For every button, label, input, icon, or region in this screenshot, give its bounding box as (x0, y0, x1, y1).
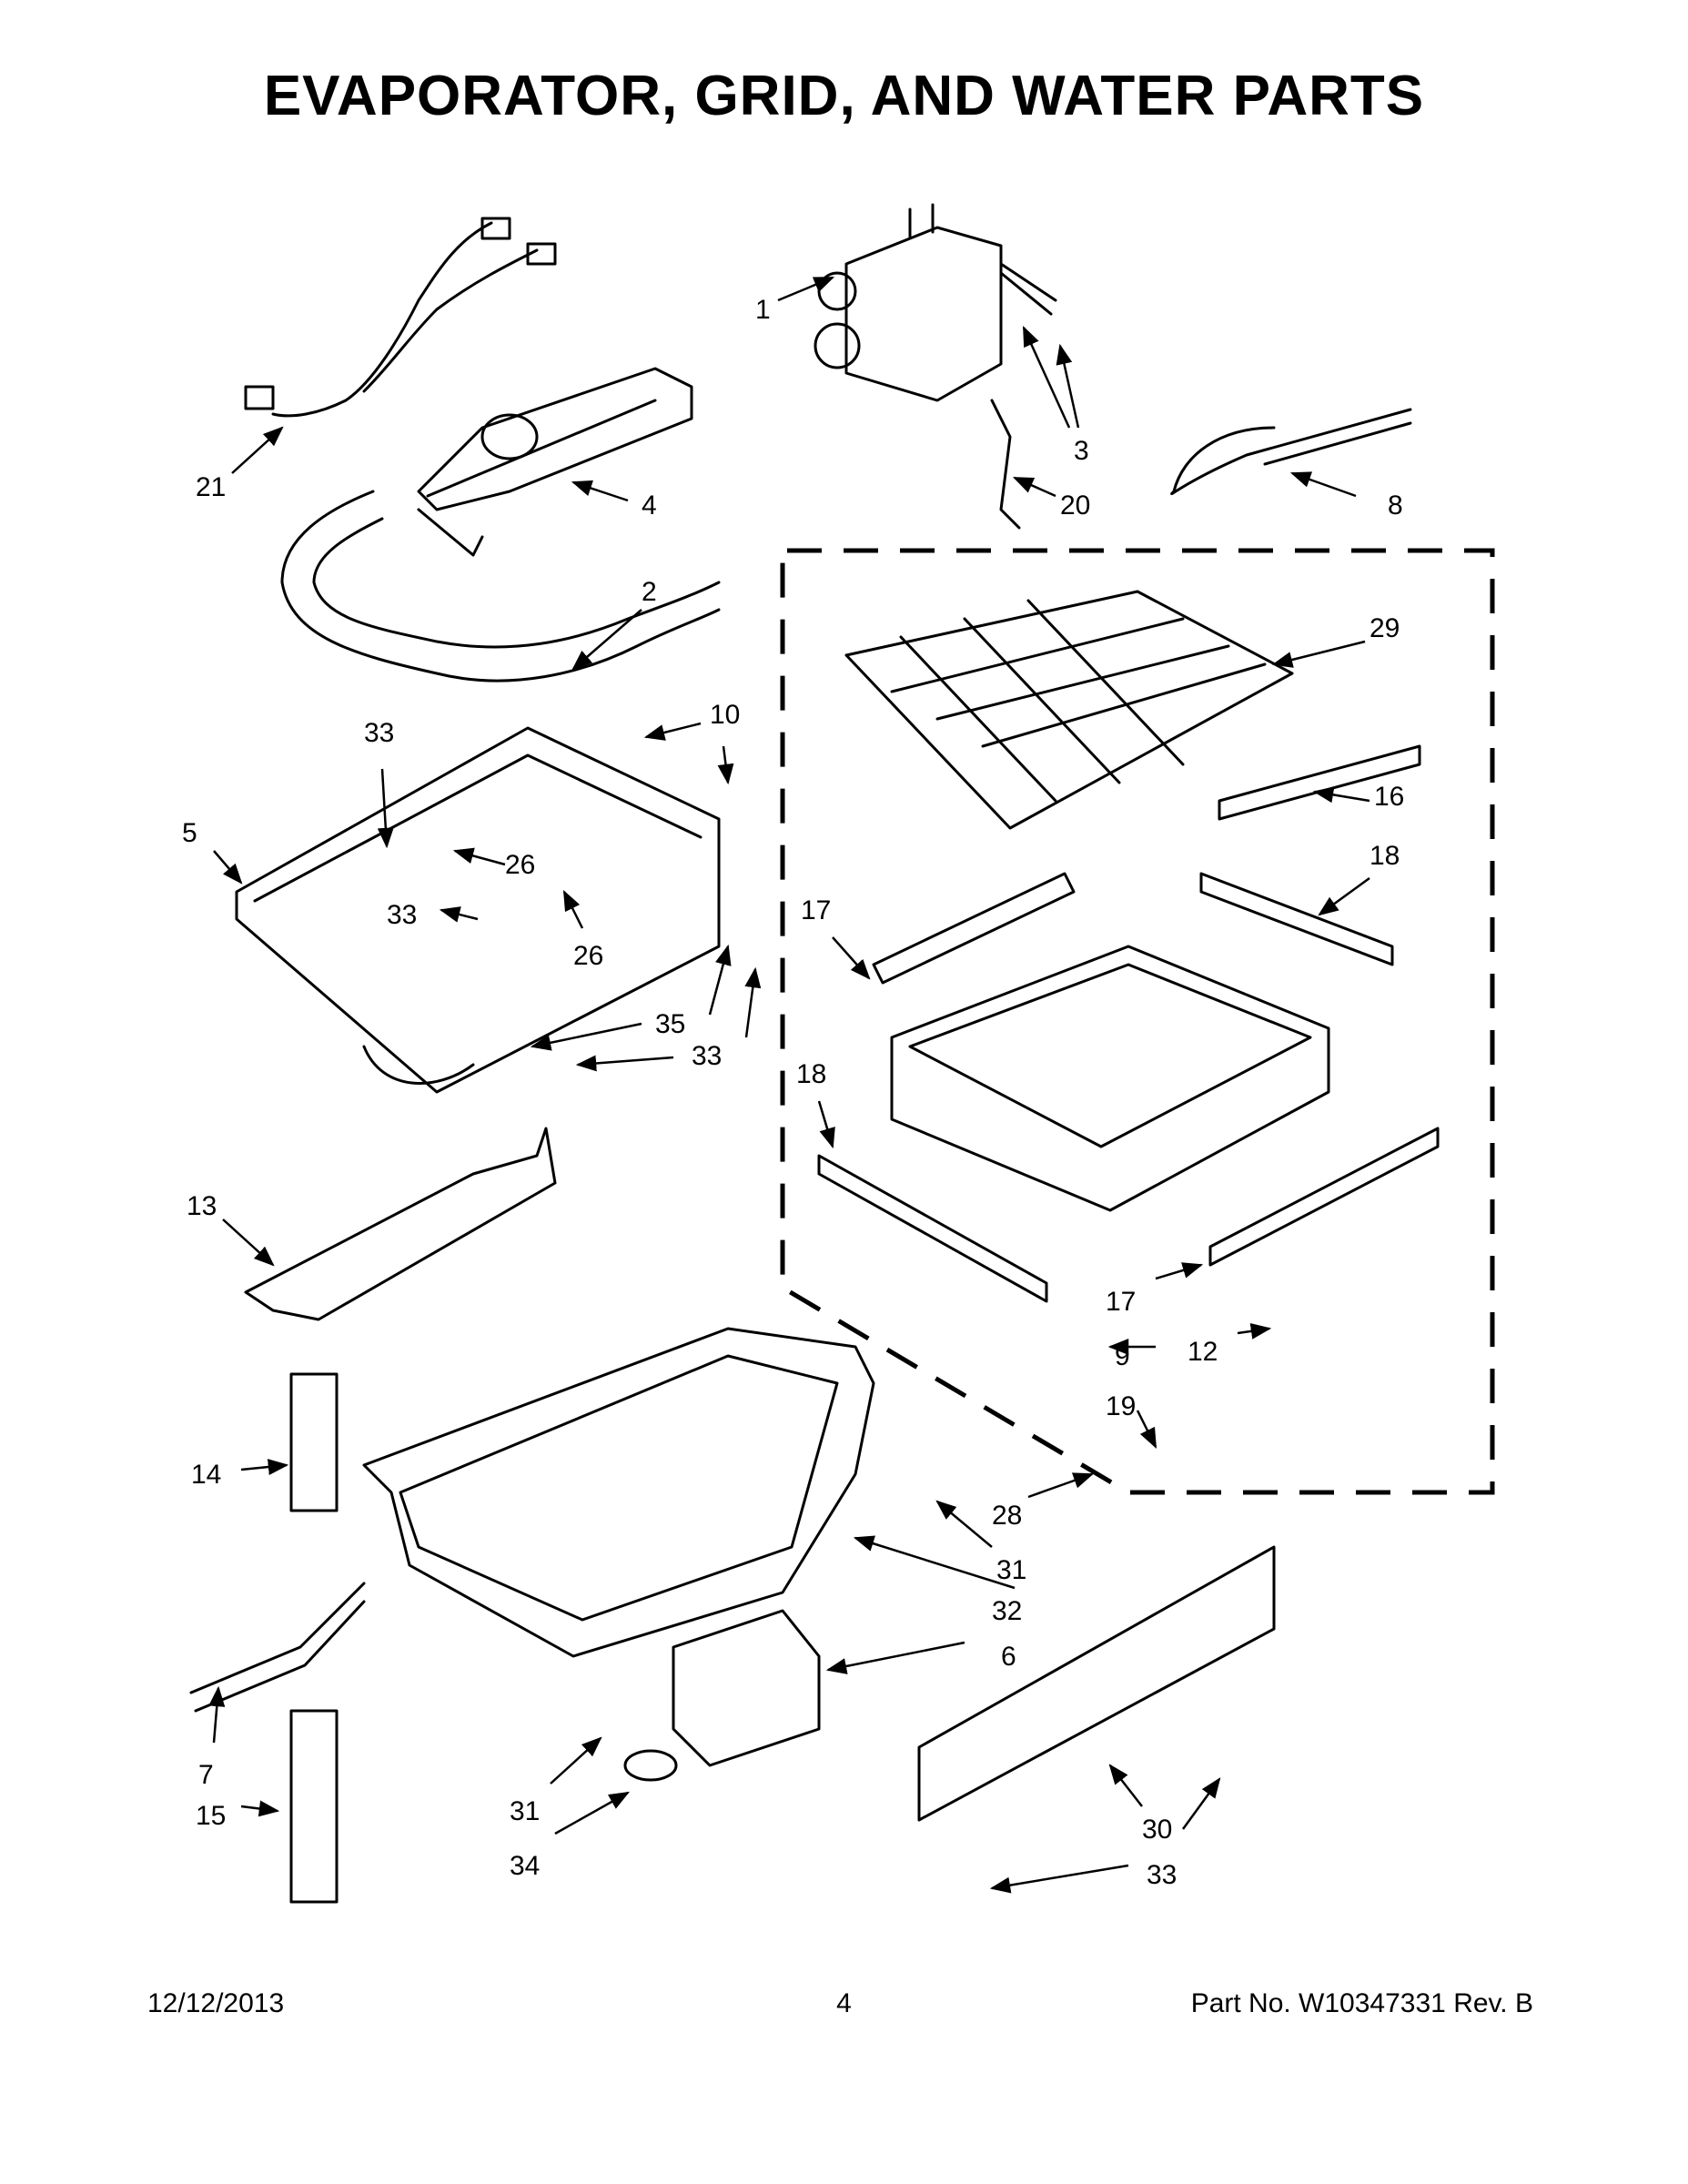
callout-33-c: 33 (692, 1041, 722, 1071)
callout-8: 8 (1388, 490, 1403, 521)
callout-16: 16 (1374, 782, 1404, 812)
dashed-subassembly-boundary (780, 548, 1495, 1495)
tray-frame-part (890, 945, 1330, 1212)
callout-3: 3 (1074, 436, 1089, 466)
callout-6: 6 (1001, 1642, 1016, 1672)
tube-part-15 (289, 1709, 339, 1904)
callout-17-a: 17 (801, 895, 831, 925)
reservoir-part (362, 1327, 875, 1658)
callout-10: 10 (710, 700, 740, 730)
footer-page-number: 4 (836, 1988, 852, 2018)
callout-31-b: 31 (510, 1796, 540, 1826)
heater-part (417, 367, 693, 557)
wire-harness-part (244, 217, 557, 418)
callout-33-b: 33 (387, 900, 417, 930)
callout-21: 21 (196, 472, 226, 502)
water-valve-part (814, 203, 1057, 530)
pump-part (672, 1609, 821, 1767)
callout-12: 12 (1188, 1337, 1218, 1367)
rail-part-17a (872, 872, 1076, 985)
evaporator-frame-part (235, 726, 721, 1094)
footer-date: 12/12/2013 (147, 1988, 285, 2018)
callout-26-a: 26 (505, 850, 535, 880)
callout-13: 13 (187, 1191, 217, 1221)
callout-20: 20 (1060, 490, 1090, 521)
callout-34: 34 (510, 1851, 540, 1881)
callout-35: 35 (655, 1009, 685, 1039)
hose-part (280, 490, 721, 682)
callout-18-a: 18 (1370, 841, 1400, 871)
callout-29: 29 (1370, 613, 1400, 643)
tube-part-14 (289, 1372, 339, 1512)
rail-part-18a (1199, 872, 1394, 966)
trough-part (244, 1127, 557, 1321)
callout-7: 7 (198, 1760, 214, 1790)
cover-part (917, 1545, 1276, 1822)
callout-4: 4 (642, 490, 657, 521)
grid-part (844, 590, 1294, 830)
callout-1: 1 (755, 295, 771, 325)
callout-15: 15 (196, 1801, 226, 1831)
callout-30: 30 (1142, 1815, 1172, 1845)
callout-2: 2 (642, 577, 657, 607)
cap-part (623, 1749, 678, 1782)
fitting-part-7 (189, 1582, 366, 1713)
callout-31-a: 31 (996, 1555, 1026, 1585)
callout-33-d: 33 (1147, 1860, 1177, 1890)
callout-32: 32 (992, 1596, 1022, 1626)
callout-26-b: 26 (573, 941, 603, 971)
rail-part-18b (817, 1154, 1048, 1303)
callout-28: 28 (992, 1501, 1022, 1531)
footer-part-number: Part No. W10347331 Rev. B (1190, 1988, 1533, 2018)
leader-lines (208, 276, 1370, 1894)
callout-18-b: 18 (796, 1059, 826, 1089)
rail-part-17b (1208, 1127, 1440, 1267)
strip-part (1218, 744, 1421, 821)
callout-17-b: 17 (1106, 1287, 1136, 1317)
callout-14: 14 (191, 1460, 221, 1490)
callout-33-a: 33 (364, 718, 394, 748)
page-title: EVAPORATOR, GRID, AND WATER PARTS (263, 65, 1425, 127)
callout-19: 19 (1106, 1391, 1136, 1421)
callout-5: 5 (182, 818, 197, 848)
callout-9: 9 (1115, 1341, 1130, 1371)
tube-part (1170, 408, 1412, 496)
